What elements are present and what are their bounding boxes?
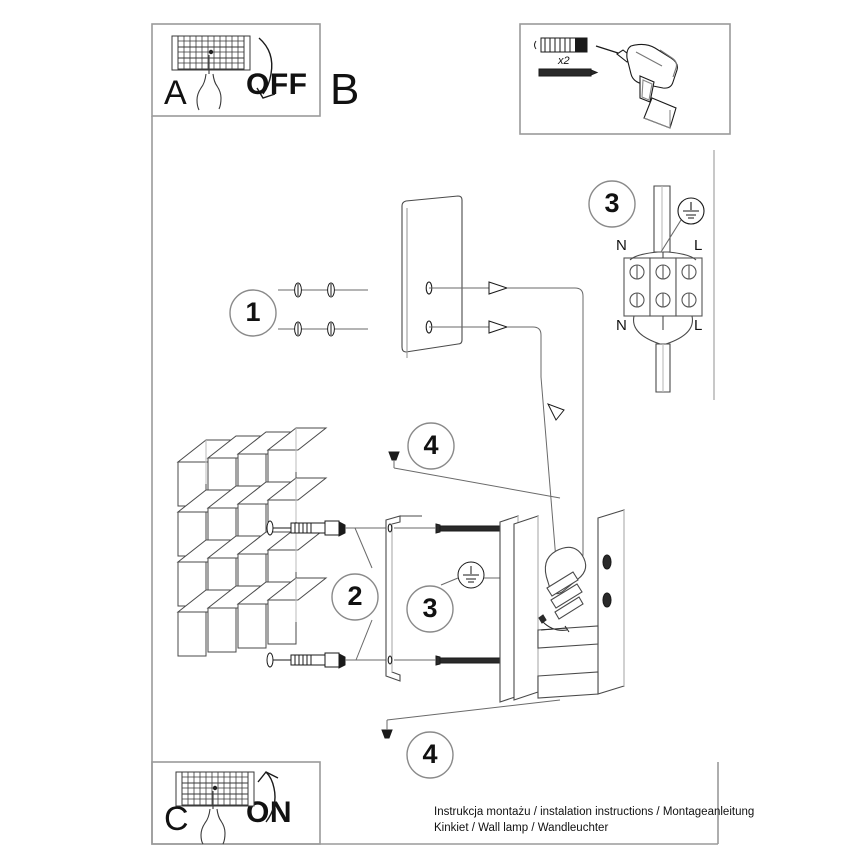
panel-a-frame xyxy=(151,23,321,117)
tools-illustration xyxy=(534,37,678,129)
panel-a-action-label: OFF xyxy=(246,68,308,101)
wire-fan-top xyxy=(629,251,697,261)
curved-arrow-down-icon xyxy=(256,37,276,99)
step4-top xyxy=(388,451,561,499)
panel-a-letter: A xyxy=(164,74,187,112)
terminal-screws xyxy=(629,264,697,308)
terminal-label-l-top: L xyxy=(694,237,703,254)
terminal-label-n-top: N xyxy=(616,237,627,254)
panel-tools-frame xyxy=(519,23,731,135)
step-3-circle-wiring xyxy=(588,180,636,228)
panel-b-letter: B xyxy=(330,65,360,114)
step-4-number-bottom: 4 xyxy=(422,739,438,769)
circuit-breaker-panel-icon xyxy=(171,35,251,71)
wall-plug-quantity-label: x2 xyxy=(558,55,570,67)
brick-row-4 xyxy=(176,577,328,657)
step-3-number-wiring: 3 xyxy=(604,188,620,218)
step-2-circle xyxy=(331,573,379,621)
grub-screw-icon xyxy=(388,451,400,461)
step-4-circle-bottom xyxy=(406,731,454,779)
mounting-plate-icon xyxy=(401,195,463,358)
circuit-breaker-panel-icon xyxy=(175,771,255,807)
curved-arrow-up-icon xyxy=(257,771,279,823)
step4-bottom xyxy=(381,699,561,739)
step-4-circle-top xyxy=(407,422,455,470)
wiring-block-illustration xyxy=(623,185,705,393)
panel-c-frame xyxy=(151,761,321,845)
page-frames xyxy=(151,23,731,845)
socket-bracket-icon xyxy=(538,614,570,633)
light-bulb-icon xyxy=(538,546,587,633)
bulb-socket-icon xyxy=(546,571,584,620)
panel-c-letter: C xyxy=(164,800,189,838)
washer-row-top xyxy=(278,282,368,298)
terminal-block xyxy=(623,257,703,317)
step-4-number-top: 4 xyxy=(423,430,439,460)
step-1-circle xyxy=(229,289,277,337)
earth-ground-icon xyxy=(677,197,705,225)
panel-a-illustration xyxy=(171,35,276,111)
power-drill-icon xyxy=(595,43,678,129)
wall-plug-icon xyxy=(290,652,346,669)
step-1-number: 1 xyxy=(245,297,261,327)
hand-pointing-icon xyxy=(200,791,226,845)
step2-leaders xyxy=(354,527,373,661)
wall-plug-icon xyxy=(534,37,588,53)
step-2-number: 2 xyxy=(347,581,363,611)
footer-line-1: Instrukcja montażu / instalation instruc… xyxy=(434,806,755,818)
l-bracket-icon xyxy=(385,515,422,682)
step-3-circle-lamp xyxy=(406,585,454,633)
brick-wall-icon xyxy=(176,427,328,657)
washer-row-bottom xyxy=(278,321,368,337)
hand-pointing-icon xyxy=(196,55,222,111)
screw-icon xyxy=(538,68,599,77)
step1-illustration xyxy=(278,282,368,337)
grub-screw-icon xyxy=(381,729,393,739)
wall-plug-icon xyxy=(290,520,346,537)
terminal-label-n-bottom: N xyxy=(616,317,627,334)
terminal-label-l-bottom: L xyxy=(694,317,703,334)
wire-fan-bottom xyxy=(632,315,694,345)
earth-wire xyxy=(660,219,682,253)
footer-line-2: Kinkiet / Wall lamp / Wandleuchter xyxy=(434,822,609,834)
wall-lamp-body-icon xyxy=(499,509,625,703)
step-3-number-lamp: 3 xyxy=(422,593,438,623)
